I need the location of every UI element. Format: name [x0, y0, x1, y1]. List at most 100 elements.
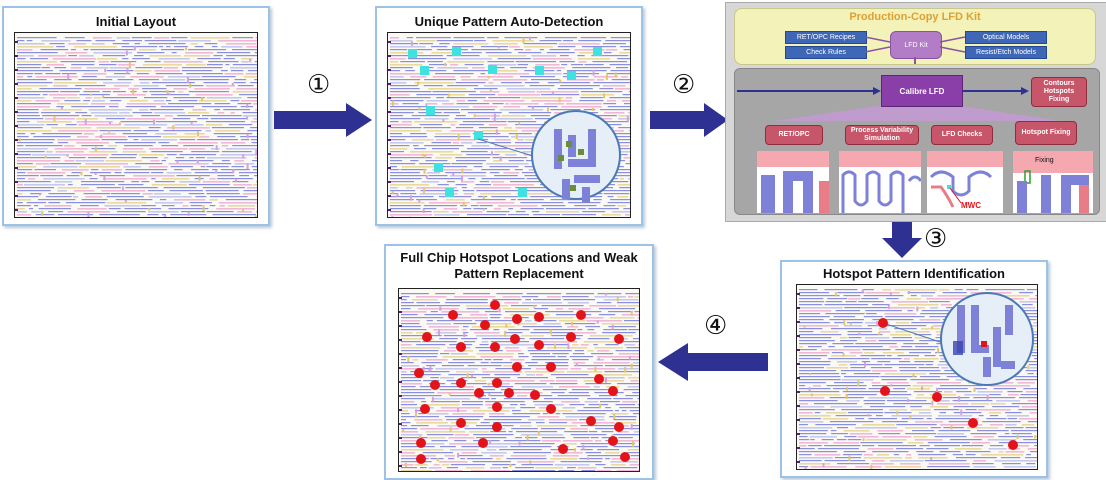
hotspot-marker [566, 332, 576, 342]
fixing-label: Fixing [1035, 157, 1054, 164]
hotspot-marker [534, 312, 544, 322]
full-chip-hotspot-panel: Full Chip Hotspot Locations and Weak Pat… [384, 244, 654, 480]
hotspot-fixing-module: Hotspot Fixing [1015, 121, 1077, 145]
hotspot-fixing-view: Fixing [1013, 151, 1093, 213]
lfd-kit-box: LFD Kit [890, 31, 942, 59]
ret-opc-module: RET/OPC [765, 125, 823, 145]
step-4-arrow [658, 343, 768, 381]
hotspot-marker [414, 368, 424, 378]
hotspot-marker [416, 438, 426, 448]
hotspot-marker [512, 362, 522, 372]
hotspot-marker [932, 392, 942, 402]
optical-models-box: Optical Models [965, 31, 1047, 44]
kit-flow-lines [737, 87, 1060, 121]
lfd-kit-diagram: Production-Copy LFD Kit RET/OPC Recipes … [725, 2, 1106, 222]
contours-output: Contours Hotspots Fixing [1031, 77, 1087, 107]
pattern-marker [408, 49, 417, 58]
hotspot-marker [878, 318, 888, 328]
full-chip-title-line1: Full Chip Hotspot Locations and Weak [400, 250, 638, 265]
pattern-marker [488, 65, 497, 74]
hotspot-marker [512, 314, 522, 324]
hotspot-marker [614, 422, 624, 432]
ret-opc-recipes-box: RET/OPC Recipes [785, 31, 867, 44]
hotspot-marker [608, 436, 618, 446]
check-rules-box: Check Rules [785, 46, 867, 59]
full-chip-hotspot-markers [414, 300, 630, 464]
pattern-marker [452, 47, 461, 56]
full-chip-image [398, 288, 640, 472]
process-variability-module: Process Variability Simulation [845, 125, 919, 145]
lfd-checks-module: LFD Checks [931, 125, 993, 145]
hotspot-marker [620, 452, 630, 462]
hotspot-marker [504, 388, 514, 398]
hotspot-identification-image [796, 284, 1038, 470]
hotspot-marker [880, 386, 890, 396]
hotspot-markers [878, 292, 1034, 450]
hotspot-marker [430, 380, 440, 390]
hotspot-marker [490, 300, 500, 310]
pattern-marker [434, 163, 443, 172]
hotspot-marker [456, 378, 466, 388]
layout-lines [399, 292, 639, 471]
hotspot-marker [448, 310, 458, 320]
hotspot-marker [594, 374, 604, 384]
output-fixing: Fixing [1048, 96, 1070, 103]
step-3-label: ③ [924, 224, 948, 254]
hotspot-marker [478, 438, 488, 448]
hotspot-marker [576, 310, 586, 320]
hotspot-marker [474, 388, 484, 398]
hotspot-marker [510, 334, 520, 344]
pattern-marker [426, 106, 435, 115]
kit-connectors [864, 36, 966, 64]
kit-inputs-area: Production-Copy LFD Kit RET/OPC Recipes … [734, 8, 1096, 65]
unique-pattern-panel: Unique Pattern Auto-Detection [375, 6, 643, 226]
layout-lines [15, 37, 257, 217]
hotspot-marker [1008, 440, 1018, 450]
hotspot-marker [490, 342, 500, 352]
resist-etch-models-box: Resist/Etch Models [965, 46, 1047, 59]
step-1-label: ① [307, 70, 331, 100]
hotspot-marker [558, 444, 568, 454]
pattern-marker [445, 188, 454, 197]
calibre-lfd-box: Calibre LFD [881, 75, 963, 107]
pattern-markers [408, 47, 621, 203]
hotspot-marker [546, 404, 556, 414]
lfd-checks-view: MWC [927, 151, 1003, 213]
pattern-marker [593, 47, 602, 56]
hotspot-marker [586, 416, 596, 426]
ret-opc-view [757, 151, 829, 213]
zoom-hotspot-pattern [953, 305, 1015, 377]
hotspot-marker [530, 390, 540, 400]
hotspot-marker [416, 454, 426, 464]
step-3-arrow [882, 222, 922, 258]
pattern-marker [420, 66, 429, 75]
pattern-marker [567, 71, 576, 80]
hotspot-identification-panel: Hotspot Pattern Identification [780, 260, 1048, 478]
initial-layout-image [14, 32, 258, 218]
step-2-label: ② [672, 70, 696, 100]
kit-title: Production-Copy LFD Kit [849, 11, 981, 23]
initial-layout-panel: Initial Layout [2, 6, 270, 226]
hotspot-marker [420, 404, 430, 414]
initial-layout-title: Initial Layout [95, 14, 177, 29]
process-variability-view [839, 151, 921, 213]
zoom-pattern [554, 129, 600, 203]
hotspot-marker [492, 422, 502, 432]
pattern-marker [518, 188, 527, 197]
output-contours: Contours [1043, 80, 1075, 87]
step-4-label: ④ [704, 311, 728, 341]
hotspot-marker [614, 334, 624, 344]
hotspot-identification-title: Hotspot Pattern Identification [823, 266, 1005, 281]
hotspot-marker [492, 402, 502, 412]
full-chip-title-line2: Pattern Replacement [454, 266, 584, 281]
output-hotspots: Hotspots [1043, 88, 1075, 95]
hotspot-marker [456, 418, 466, 428]
hotspot-marker [968, 418, 978, 428]
hotspot-marker [546, 362, 556, 372]
unique-pattern-image [387, 32, 631, 218]
step-1-arrow [274, 103, 372, 137]
hotspot-marker [456, 342, 466, 352]
unique-pattern-title: Unique Pattern Auto-Detection [414, 14, 604, 29]
hotspot-marker [608, 386, 618, 396]
pattern-marker [535, 66, 544, 75]
